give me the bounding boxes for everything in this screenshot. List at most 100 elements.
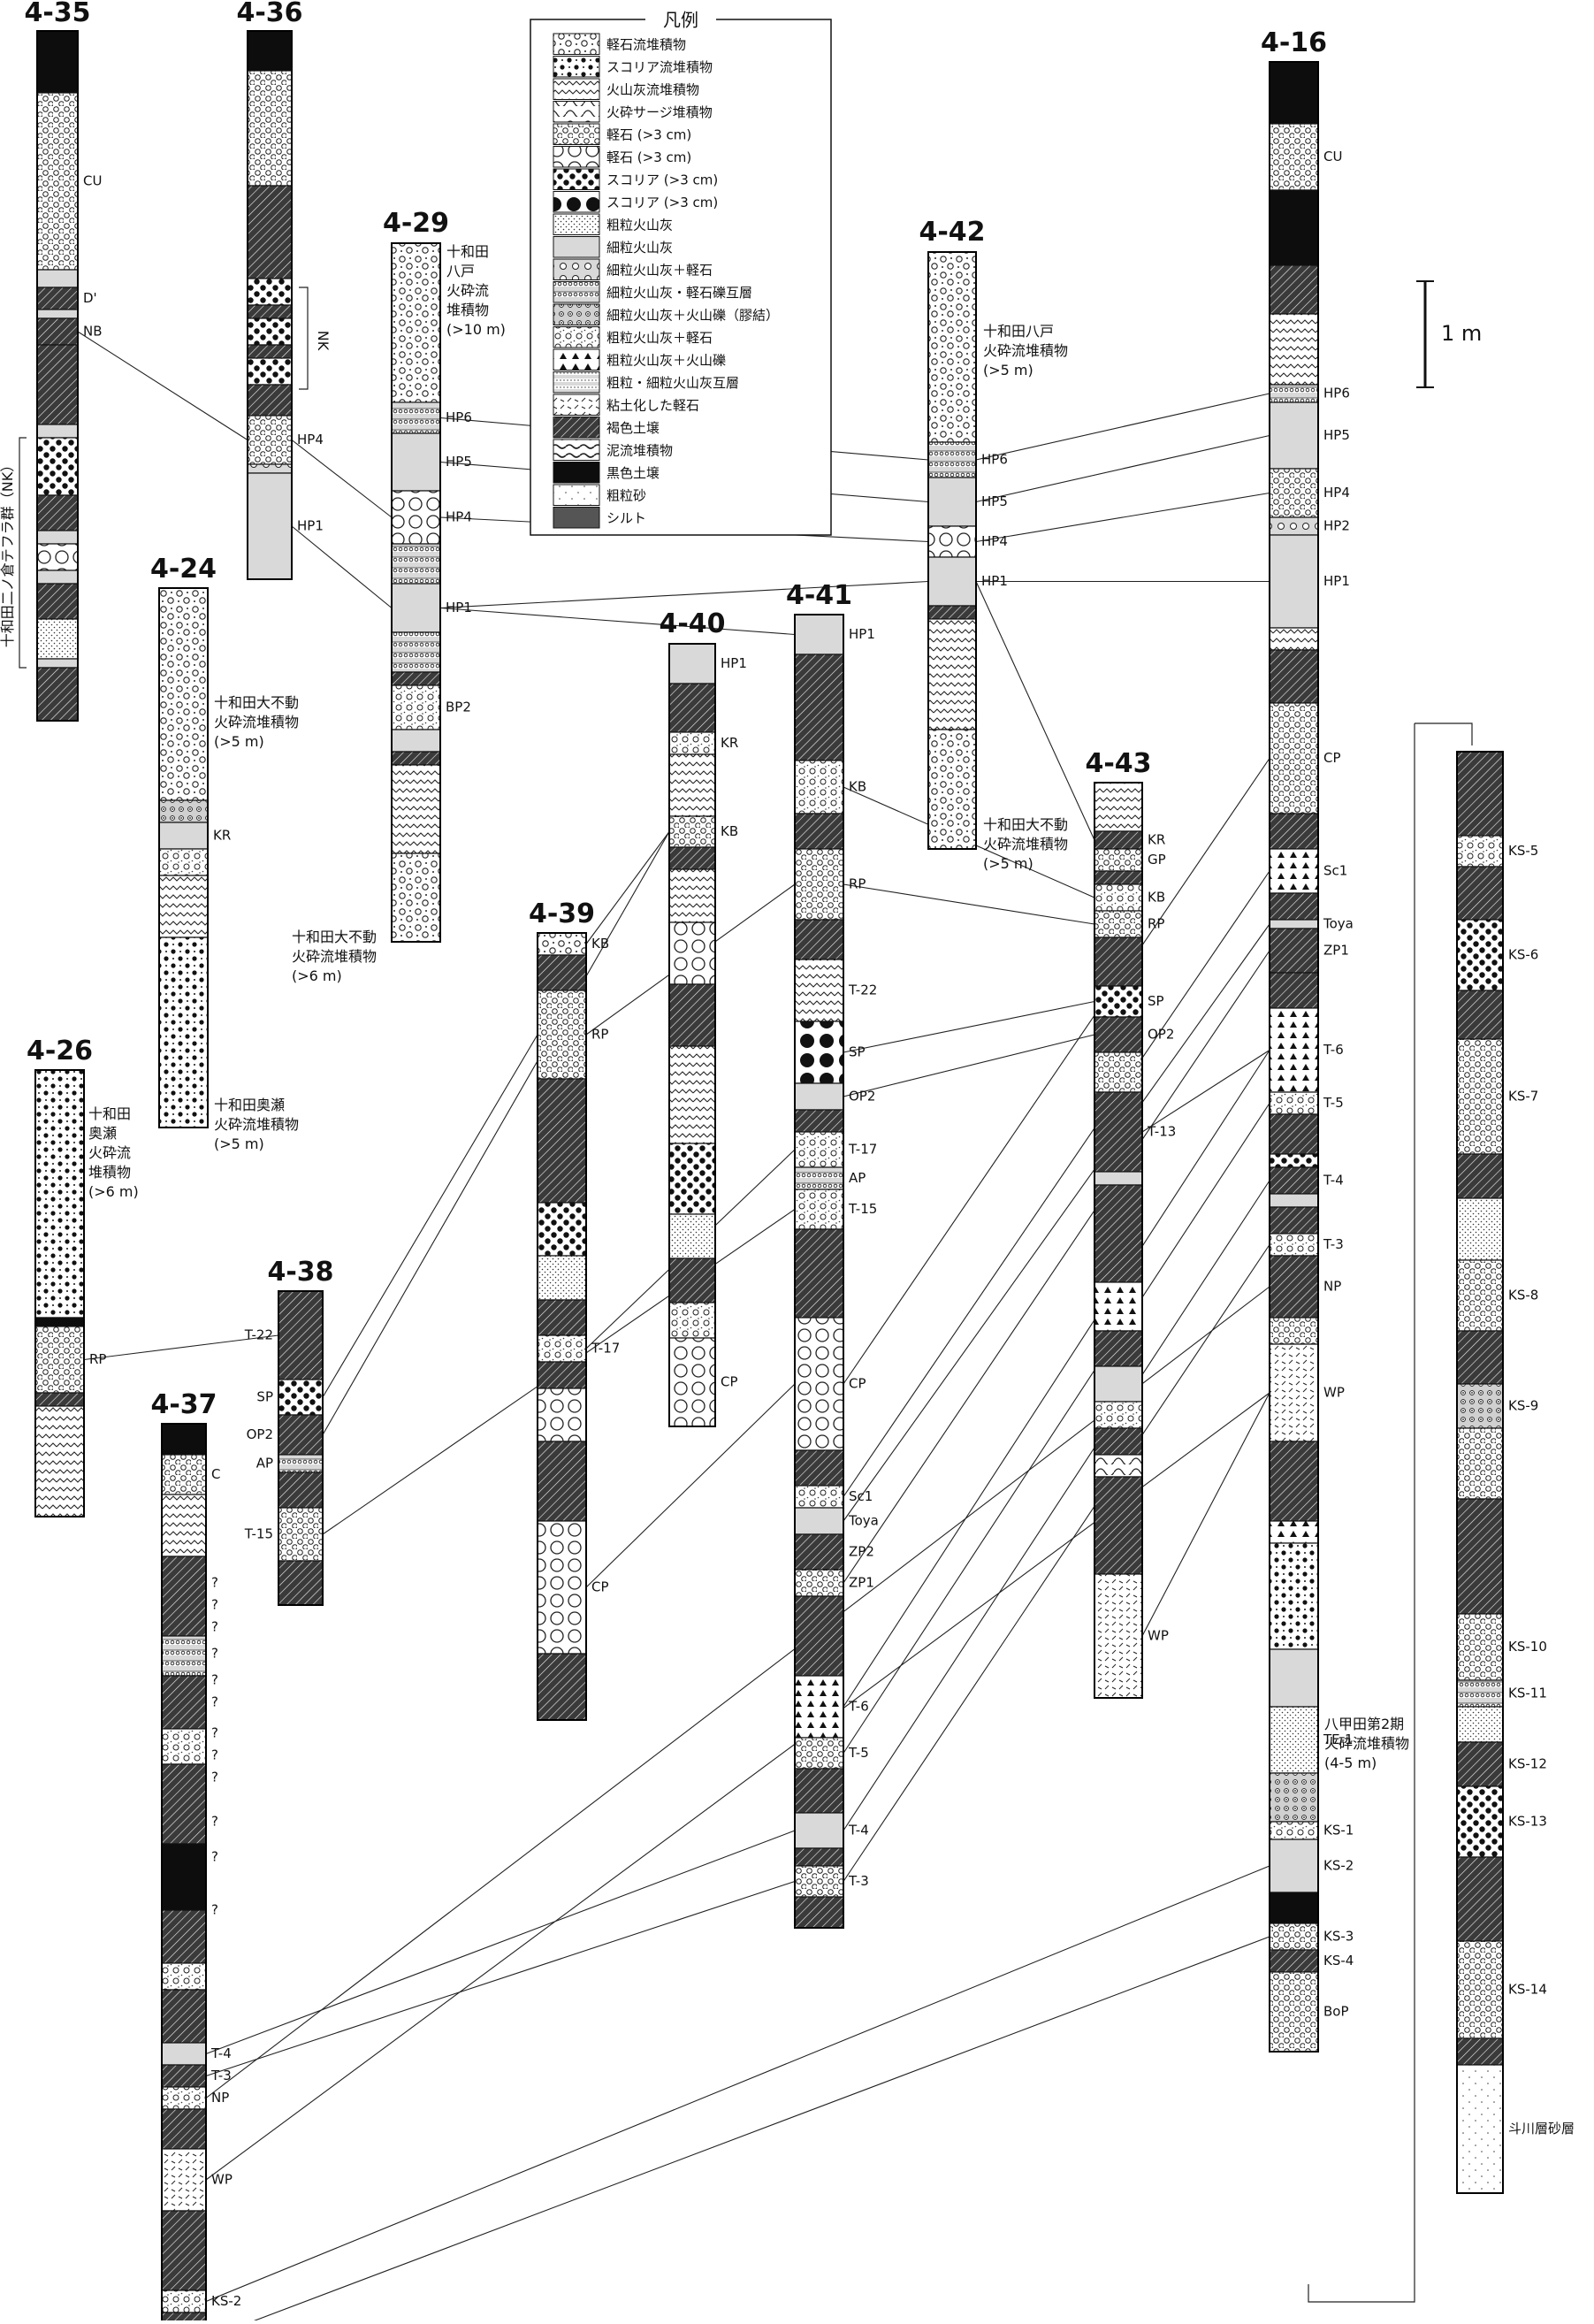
legend-swatch [553, 146, 600, 168]
layer-4-41-23 [794, 1768, 844, 1814]
legend-label: 軽石流堆積物 [606, 36, 686, 52]
layer-4-16-22 [1269, 1153, 1319, 1168]
layer-4-41-5 [794, 919, 844, 960]
layer-4-40-3 [668, 753, 716, 817]
unit-label: T-17 [591, 1341, 620, 1357]
layer-4-42-5 [927, 605, 977, 620]
layer-4-37-6 [161, 1728, 207, 1765]
layer-4-43-11 [1094, 1171, 1143, 1186]
legend-swatch [553, 394, 600, 416]
legend-swatch [553, 213, 600, 235]
uncertain-mark: ? [211, 1725, 218, 1741]
annotation-line: (>5 m) [983, 855, 1033, 872]
column-4-29 [391, 242, 441, 943]
layer-4-16-18 [1269, 972, 1319, 1009]
layer-4-29-0 [391, 242, 441, 403]
legend-item: 細粒火山灰・軽石礫互層 [553, 281, 752, 303]
legend-label: 粗粒火山灰＋火山礫 [606, 352, 726, 368]
layer-4-43-12 [1094, 1184, 1143, 1283]
layer-4-41-21 [794, 1675, 844, 1739]
layer-4-37-0 [161, 1423, 207, 1456]
legend-item: 火山灰流堆積物 [553, 78, 699, 100]
correlation-line [205, 1392, 1270, 2181]
layer-4-37-12 [161, 2042, 207, 2066]
layer-4-39-6 [537, 1299, 587, 1336]
layer-4-16-36 [1269, 1821, 1319, 1840]
layer-4-35-12 [36, 570, 79, 585]
annotation-line: 堆積物 [88, 1164, 131, 1181]
correlation-line [83, 1334, 279, 1361]
legend-item: スコリア (>3 cm) [553, 191, 718, 213]
correlation-line [205, 1830, 796, 2055]
unit-label: CP [1323, 750, 1341, 766]
nk-bracket [299, 287, 309, 390]
annotation-line: 奥瀬 [88, 1125, 117, 1142]
legend-label: 細粒火山灰＋軽石 [606, 262, 713, 278]
legend-item: 軽石 (>3 cm) [553, 146, 691, 168]
layer-4-37-10 [161, 1962, 207, 1991]
layer-4-41-1 [794, 654, 844, 761]
legend-swatch [553, 507, 600, 529]
layer-4-40-2 [668, 731, 716, 755]
layer-4-16-27 [1269, 1255, 1319, 1319]
layer-4-40-7 [668, 921, 716, 985]
unit-label: KB [849, 779, 866, 795]
layer-4-16-26 [1269, 1233, 1319, 1257]
layer-4-16-37 [1269, 1839, 1319, 1893]
layer-4-39-8 [537, 1361, 587, 1389]
layer-4-37-16 [161, 2148, 207, 2212]
legend-item: 細粒火山灰＋火山礫（膠結） [553, 303, 779, 325]
layer-4-37-17 [161, 2210, 207, 2291]
unit-label: CP [591, 1579, 609, 1595]
legend-item: 褐色土壌 [553, 417, 660, 439]
scale-bar: 1 m [1416, 280, 1482, 388]
unit-label: T-3 [210, 2068, 232, 2083]
correlation-line [439, 607, 796, 636]
layer-4-16-10 [1269, 627, 1319, 651]
unit-label: KS-4 [1323, 1953, 1354, 1969]
layer-KS-11 [1456, 1427, 1504, 1500]
unit-label: ZP2 [849, 1544, 874, 1560]
layer-4-37-2 [161, 1494, 207, 1557]
unit-label: RP [1148, 916, 1164, 932]
uncertain-mark: ? [211, 1619, 218, 1635]
correlation-line [843, 1000, 1095, 1053]
layer-4-36-6 [247, 344, 293, 359]
layer-4-41-4 [794, 848, 844, 921]
unit-label: T-6 [848, 1699, 869, 1715]
unit-label: CP [849, 1376, 866, 1392]
annotation-line: (>5 m) [214, 1135, 264, 1152]
unit-label: Toya [848, 1513, 879, 1529]
column-4-42 [927, 251, 977, 850]
layer-4-24-3 [158, 848, 209, 876]
layer-4-35-8 [36, 437, 79, 496]
layer-4-38-6 [278, 1560, 324, 1606]
layer-4-36-5 [247, 317, 293, 346]
unit-label: Toya [1323, 916, 1354, 932]
unit-label: KS-10 [1508, 1639, 1547, 1655]
annotation-line: 十和田 [88, 1105, 131, 1122]
layer-4-16-34 [1269, 1706, 1319, 1774]
unit-label: SP [1148, 993, 1164, 1009]
layer-4-36-3 [247, 278, 293, 306]
unit-label: D' [83, 290, 97, 306]
layer-4-39-10 [537, 1441, 587, 1522]
layer-4-29-11 [391, 764, 441, 854]
layer-KS-0 [1456, 751, 1504, 837]
correlation-line [291, 440, 393, 518]
unit-label: RP [849, 876, 866, 892]
layer-4-16-5 [1269, 384, 1319, 403]
unit-label: T-4 [210, 2045, 232, 2061]
layer-4-16-35 [1269, 1772, 1319, 1823]
legend-label: 火砕サージ堆積物 [606, 104, 713, 120]
unit-label: SP [849, 1044, 866, 1060]
layer-4-16-23 [1269, 1166, 1319, 1195]
layer-4-29-4 [391, 543, 441, 585]
layer-KS-9 [1456, 1330, 1504, 1385]
column-title: 4-35 [24, 0, 90, 28]
columns-group [34, 30, 1504, 2324]
layer-4-41-18 [794, 1533, 844, 1571]
unit-label: HP6 [1323, 386, 1350, 401]
layer-4-38-0 [278, 1290, 324, 1380]
